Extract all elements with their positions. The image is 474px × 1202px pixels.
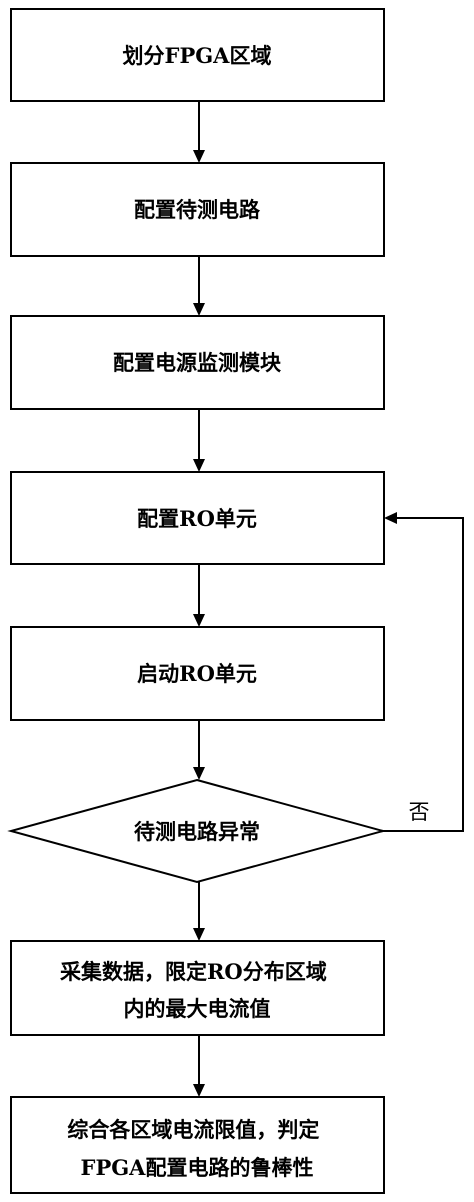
step-box-configure-power-monitor [10,315,385,410]
step-text-configure-ro-unit: 配置RO单元 [137,506,257,531]
step-box-evaluate-robustness [10,1096,385,1194]
arrow-step4-to-step5 [193,564,205,627]
step-text-collect-data: 采集数据，限定RO分布区域 内的最大电流值 [60,959,334,1021]
step-text-configure-circuit-under-test: 配置待测电路 [134,197,261,222]
step-text-partition-regions: 划分FPGA区域 [123,43,272,68]
arrow-decision-no-loop [383,512,464,832]
step-text-configure-power-monitor: 配置电源监测模块 [113,350,282,375]
decision-text-circuit-abnormal: 待测电路异常 [134,819,260,844]
step-box-collect-data [10,940,385,1036]
step-box-configure-ro-unit [10,471,385,565]
step-box-configure-circuit-under-test [10,162,385,257]
step-text-evaluate-robustness: 综合各区域电流限值，判定 FPGA配置电路的鲁棒性 [67,1117,326,1180]
arrow-decision-to-collect [193,882,205,941]
arrow-step2-to-step3 [193,256,205,316]
step-box-start-ro-unit [10,626,385,721]
arrow-step1-to-step2 [193,101,205,163]
arrow-collect-to-evaluate [193,1035,205,1097]
arrow-step5-to-decision [193,720,205,780]
arrow-step3-to-step4 [193,409,205,472]
step-text-start-ro-unit: 启动RO单元 [137,661,257,686]
decision-no-label: 否 [409,800,430,824]
step-box-partition-regions [10,8,385,102]
decision-diamond-circuit-abnormal [7,778,387,884]
